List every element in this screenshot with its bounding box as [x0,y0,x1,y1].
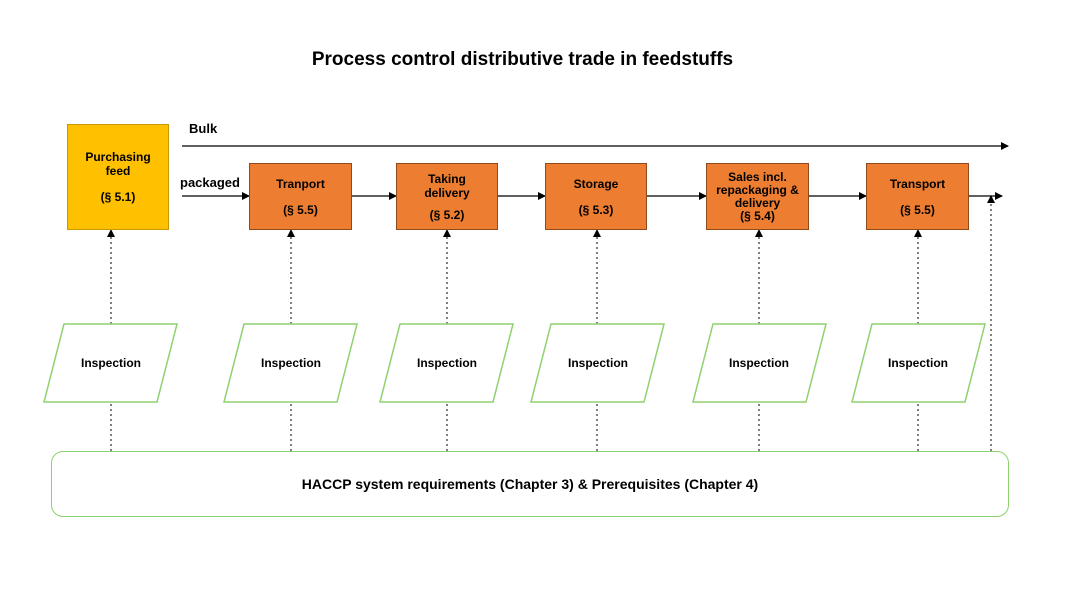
step-section: (§ 5.2) [429,207,465,222]
step-name: Sales incl. repackaging & delivery [716,169,799,210]
step-name: Transport [889,176,946,191]
inspection-label: Inspection [80,356,141,370]
step-section: (§ 5.5) [283,202,318,217]
inspection-shape-4 [530,323,665,403]
step-name: Storage [573,176,619,191]
inspection-shape-2 [223,323,358,403]
packaged-label: packaged [180,175,240,190]
step-section: (§ 5.4) [740,208,775,223]
step-section: (§ 5.1) [100,190,136,204]
haccp-requirements-box: HACCP system requirements (Chapter 3) & … [51,451,1009,517]
inspection-shape-6 [851,323,986,403]
step-name: Purchasing feed [85,150,151,178]
step-name: Tranport [276,176,325,191]
step-storage: Storage (§ 5.3) [545,163,647,230]
bulk-label: Bulk [189,121,218,136]
inspection-label: Inspection [260,356,321,370]
inspection-shape-5 [692,323,827,403]
step-sales: Sales incl. repackaging & delivery (§ 5.… [706,163,809,230]
step-taking-delivery: Taking delivery (§ 5.2) [396,163,498,230]
inspection-label: Inspection [887,356,948,370]
inspection-label: Inspection [567,356,628,370]
inspection-label: Inspection [416,356,477,370]
step-tranport: Tranport (§ 5.5) [249,163,352,230]
inspection-shape-3 [379,323,514,403]
inspection-shape-1 [43,323,178,403]
step-section: (§ 5.5) [900,202,935,217]
page-title: Process control distributive trade in fe… [311,49,734,70]
step-purchasing-feed: Purchasing feed (§ 5.1) [67,124,169,230]
inspection-label: Inspection [728,356,789,370]
step-name: Taking delivery [424,171,470,200]
step-section: (§ 5.3) [578,202,614,217]
step-transport: Transport (§ 5.5) [866,163,969,230]
